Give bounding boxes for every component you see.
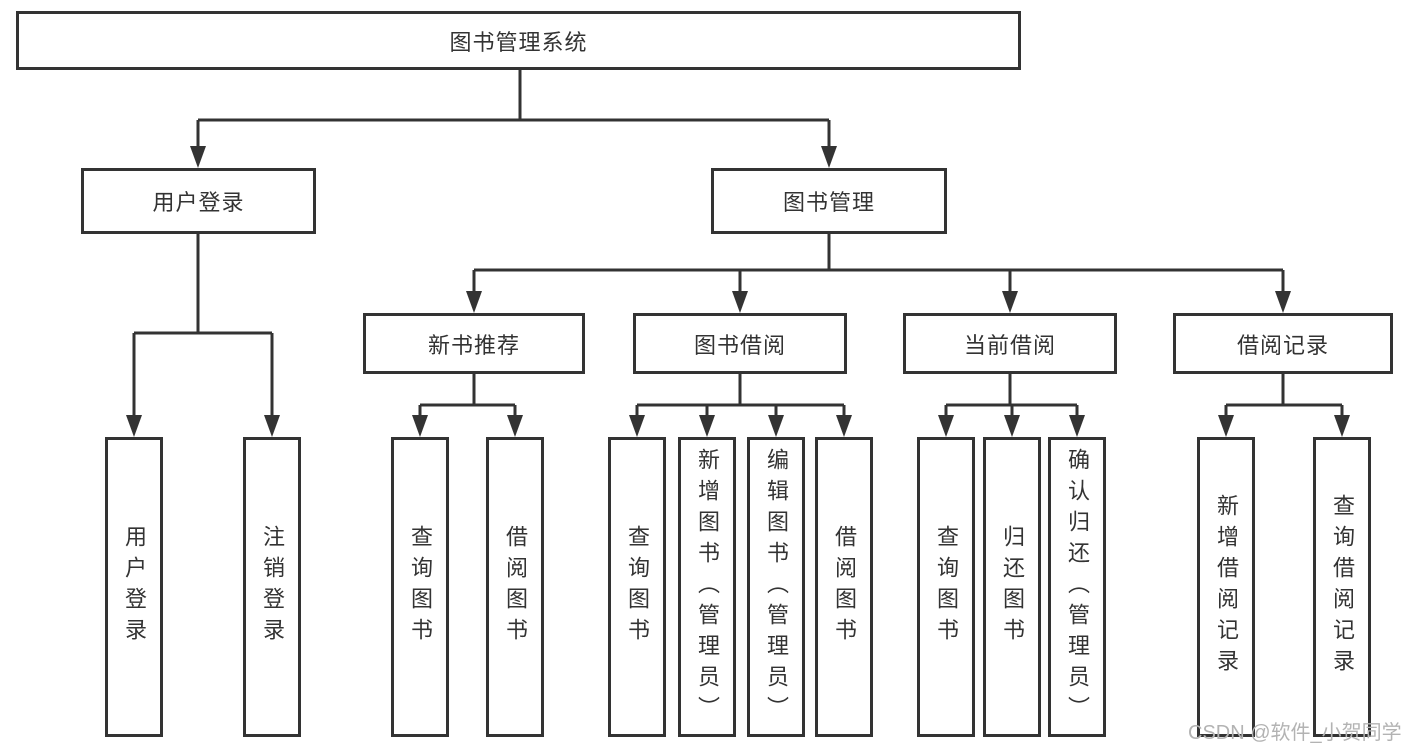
node-current-borrowing: 当前借阅 <box>903 313 1117 374</box>
node-book-management-label: 图书管理 <box>782 190 875 215</box>
arrowhead-query-books-2 <box>629 415 645 437</box>
node-add-book-admin: 新增图书（管理员） <box>678 437 736 737</box>
node-query-books-3: 查询图书 <box>917 437 975 737</box>
arrowhead-query-books-1 <box>412 415 428 437</box>
node-query-books-3-label: 查询图书 <box>934 525 959 649</box>
arrowhead-book-borrowing <box>732 291 748 313</box>
node-root-label: 图书管理系统 <box>449 29 588 55</box>
node-login-leaf-label: 用户登录 <box>122 525 147 649</box>
arrowhead-confirm-return-admin <box>1069 415 1085 437</box>
node-query-books-2-label: 查询图书 <box>625 525 650 649</box>
connector-borrowing-records-branch <box>1224 374 1344 416</box>
node-query-books-1-label: 查询图书 <box>408 525 433 649</box>
arrowhead-borrow-books-1 <box>507 415 523 437</box>
node-confirm-return-admin-label: 确认归还（管理员） <box>1065 447 1090 727</box>
node-current-borrowing-label: 当前借阅 <box>963 332 1056 358</box>
arrowhead-user-login <box>190 146 206 168</box>
arrowhead-new-book-recommend <box>466 291 482 313</box>
node-borrow-books-1-label: 借阅图书 <box>503 525 528 649</box>
node-query-borrow-record-label: 查询借阅记录 <box>1330 494 1355 680</box>
arrowhead-logout-leaf <box>264 415 280 437</box>
node-user-login: 用户登录 <box>81 168 316 234</box>
arrowhead-query-books-3 <box>938 415 954 437</box>
node-user-login-label: 用户登录 <box>152 190 245 215</box>
arrowhead-return-books <box>1004 415 1020 437</box>
node-login-leaf: 用户登录 <box>105 437 163 737</box>
arrowhead-edit-book-admin <box>768 415 784 437</box>
node-logout-leaf: 注销登录 <box>243 437 301 737</box>
node-book-borrowing: 图书借阅 <box>633 313 847 374</box>
connector-book-borrowing-branch <box>635 374 846 416</box>
node-borrowing-records: 借阅记录 <box>1173 313 1393 374</box>
node-add-book-admin-label: 新增图书（管理员） <box>695 447 720 727</box>
node-add-borrow-record-label: 新增借阅记录 <box>1214 494 1239 680</box>
node-logout-leaf-label: 注销登录 <box>260 525 285 649</box>
connector-new-book-recommend-branch <box>418 374 517 416</box>
arrowhead-borrow-books-2 <box>836 415 852 437</box>
node-book-management: 图书管理 <box>711 168 947 234</box>
arrowhead-query-borrow-record <box>1334 415 1350 437</box>
node-edit-book-admin: 编辑图书（管理员） <box>747 437 805 737</box>
node-return-books-label: 归还图书 <box>1000 525 1025 649</box>
node-query-borrow-record: 查询借阅记录 <box>1313 437 1371 737</box>
arrowhead-book-management <box>821 146 837 168</box>
node-book-borrowing-label: 图书借阅 <box>693 332 786 358</box>
connector-user-login-branch <box>132 234 274 416</box>
node-root: 图书管理系统 <box>16 11 1021 70</box>
node-borrow-books-1: 借阅图书 <box>486 437 544 737</box>
arrowhead-current-borrowing <box>1002 291 1018 313</box>
connector-book-management-branch <box>472 234 1285 292</box>
connector-root-to-level2 <box>196 70 831 147</box>
arrowhead-add-book-admin <box>699 415 715 437</box>
arrowhead-borrowing-records <box>1275 291 1291 313</box>
node-borrow-books-2-label: 借阅图书 <box>832 525 857 649</box>
node-return-books: 归还图书 <box>983 437 1041 737</box>
node-borrow-books-2: 借阅图书 <box>815 437 873 737</box>
arrowhead-add-borrow-record <box>1218 415 1234 437</box>
node-query-books-2: 查询图书 <box>608 437 666 737</box>
node-add-borrow-record: 新增借阅记录 <box>1197 437 1255 737</box>
arrowhead-login-leaf <box>126 415 142 437</box>
node-confirm-return-admin: 确认归还（管理员） <box>1048 437 1106 737</box>
node-edit-book-admin-label: 编辑图书（管理员） <box>764 447 789 727</box>
connector-current-borrowing-branch <box>944 374 1079 416</box>
node-new-book-recommend: 新书推荐 <box>363 313 585 374</box>
node-new-book-recommend-label: 新书推荐 <box>427 332 520 358</box>
node-query-books-1: 查询图书 <box>391 437 449 737</box>
node-borrowing-records-label: 借阅记录 <box>1236 332 1329 358</box>
